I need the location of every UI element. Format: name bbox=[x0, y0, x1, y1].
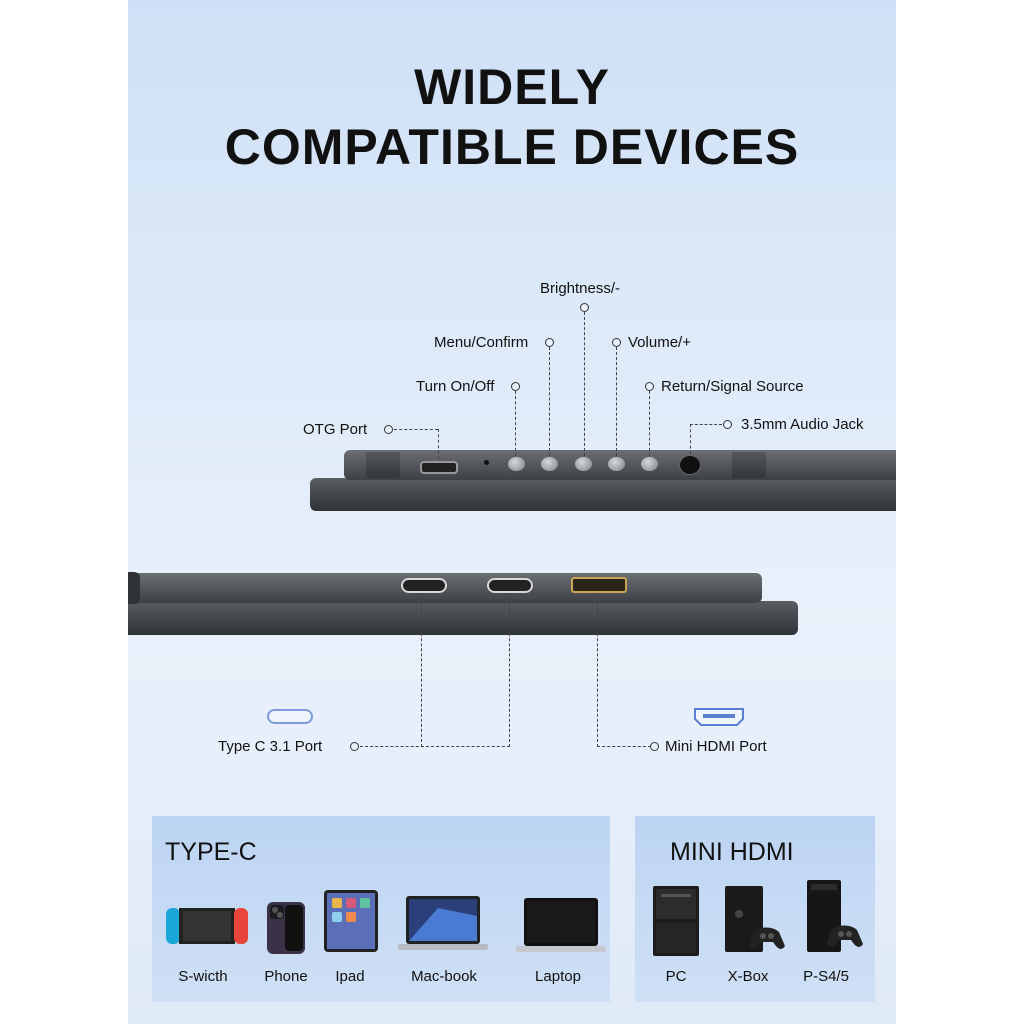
menu-label: Menu/Confirm bbox=[434, 334, 529, 351]
pc-tower-icon bbox=[653, 886, 699, 956]
volume-dot bbox=[612, 338, 621, 347]
laptop-icon bbox=[516, 898, 606, 952]
device-label-ipad: Ipad bbox=[335, 968, 365, 985]
turn-on-button-icon bbox=[508, 457, 525, 471]
volume-line bbox=[616, 347, 617, 456]
type-c-icon bbox=[267, 709, 313, 724]
device-label-macbook: Mac-book bbox=[411, 968, 477, 985]
hinge-icon bbox=[366, 452, 400, 478]
xbox-console-icon bbox=[725, 886, 785, 952]
mini-hdmi-card-title: MINI HDMI bbox=[670, 838, 794, 866]
return-label: Return/Signal Source bbox=[661, 378, 804, 395]
switch-console-icon bbox=[166, 908, 248, 944]
type-c-line-h bbox=[360, 746, 510, 747]
device-label-switch: S-wicth bbox=[178, 968, 228, 985]
indicator-light-icon bbox=[484, 460, 489, 465]
hdmi-label: Mini HDMI Port bbox=[665, 738, 767, 755]
hdmi-dot bbox=[650, 742, 659, 751]
audio-line-h bbox=[690, 424, 722, 425]
return-line bbox=[649, 391, 650, 456]
otg-port-icon bbox=[420, 461, 458, 474]
product-panel: WIDELY COMPATIBLE DEVICES Brightness/- M… bbox=[128, 0, 896, 1024]
hdmi-line-h bbox=[597, 746, 651, 747]
hinge-icon-right bbox=[732, 452, 766, 478]
headline-line1: WIDELY bbox=[414, 59, 610, 115]
tablet-icon bbox=[324, 890, 378, 952]
menu-button-icon bbox=[541, 457, 558, 471]
device-label-phone: Phone bbox=[264, 968, 308, 985]
otg-dot bbox=[384, 425, 393, 434]
type-c-label: Type C 3.1 Port bbox=[218, 738, 323, 755]
audio-dot bbox=[723, 420, 732, 429]
type-c-card: TYPE-C bbox=[152, 816, 610, 1002]
turn-on-label: Turn On/Off bbox=[416, 378, 495, 395]
brightness-button-icon bbox=[575, 457, 592, 471]
hdmi-icon bbox=[694, 708, 744, 726]
type-c-port-2-icon bbox=[487, 578, 533, 593]
return-dot bbox=[645, 382, 654, 391]
phone-icon bbox=[267, 902, 305, 954]
type-c-card-title: TYPE-C bbox=[165, 838, 257, 866]
headline-line2: COMPATIBLE DEVICES bbox=[224, 119, 800, 175]
brightness-label: Brightness/- bbox=[540, 280, 621, 297]
type-c-dot bbox=[350, 742, 359, 751]
otg-label: OTG Port bbox=[303, 421, 368, 438]
type-c-line-1 bbox=[421, 593, 422, 747]
otg-line-v bbox=[438, 429, 439, 459]
brightness-line bbox=[584, 312, 585, 456]
volume-label: Volume/+ bbox=[628, 334, 691, 351]
device-label-pc: PC bbox=[665, 968, 687, 985]
turn-on-dot bbox=[511, 382, 520, 391]
monitor-bottom-edge-back bbox=[128, 601, 798, 635]
type-c-port-1-icon bbox=[401, 578, 447, 593]
hdmi-line-v bbox=[597, 593, 598, 747]
menu-dot bbox=[545, 338, 554, 347]
return-button-icon bbox=[641, 457, 658, 471]
mini-hdmi-card: MINI HDMI PC X-Box P-S4/5 bbox=[635, 816, 875, 1002]
brightness-dot bbox=[580, 303, 589, 312]
monitor-top-edge-back bbox=[310, 478, 896, 511]
audio-line-v bbox=[690, 424, 691, 454]
mini-hdmi-port-icon bbox=[571, 577, 627, 593]
audio-label: 3.5mm Audio Jack bbox=[741, 416, 864, 433]
stand-knob-icon bbox=[128, 572, 140, 604]
device-label-laptop: Laptop bbox=[535, 968, 581, 985]
type-c-line-2 bbox=[509, 593, 510, 747]
macbook-icon bbox=[398, 896, 488, 950]
device-label-xbox: X-Box bbox=[727, 968, 769, 985]
ps-console-icon bbox=[807, 880, 863, 952]
audio-jack-icon bbox=[679, 455, 701, 475]
turn-on-line bbox=[515, 391, 516, 456]
menu-line bbox=[549, 347, 550, 456]
volume-button-icon bbox=[608, 457, 625, 471]
device-label-ps: P-S4/5 bbox=[803, 968, 849, 985]
otg-line-h bbox=[394, 429, 438, 430]
